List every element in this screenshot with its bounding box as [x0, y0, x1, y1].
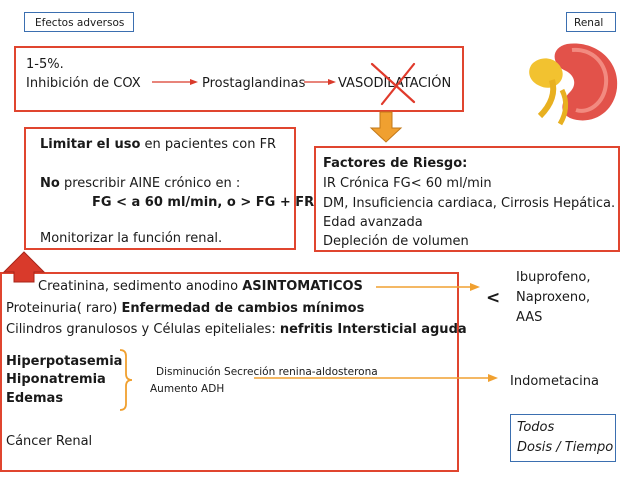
down-arrow-icon	[369, 111, 403, 143]
header-left-label: Efectos adversos	[35, 17, 125, 29]
risk-item: Depleción de volumen	[323, 234, 469, 249]
risk-item: Edad avanzada	[323, 215, 423, 230]
bracket-icon	[119, 349, 133, 411]
header-right-label: Renal	[574, 17, 604, 29]
kidney-image	[529, 43, 618, 126]
renin-aldosterone-text: Disminución Secreción renina-aldosterona	[156, 366, 378, 378]
cross-mark	[370, 62, 416, 106]
risk-factors-box: Factores de Riesgo: IR Crónica FG< 60 ml…	[314, 146, 620, 252]
limit-use-text: Limitar el uso en pacientes con FR	[40, 137, 277, 152]
cox-inhibition-text: Inhibición de COX	[26, 76, 141, 91]
drug-indomethacin: Indometacina	[510, 374, 599, 389]
arrow-to-asintomaticos	[376, 283, 480, 291]
effects-box: Creatinina, sedimento anodino ASINTOMATI…	[0, 272, 467, 472]
hyperkalemia-text: Hiperpotasemia	[6, 354, 123, 369]
dose-all-text: Todos	[517, 420, 555, 435]
risk-item: DM, Insuficiencia cardiaca, Cirrosis Hep…	[323, 196, 616, 211]
risk-factors-title: Factores de Riesgo:	[323, 156, 468, 171]
proteinuria-text: Proteinuria( raro) Enfermedad de cambios…	[6, 301, 365, 316]
adh-text: Aumento ADH	[150, 383, 225, 395]
arrow-to-indomethacin	[254, 374, 498, 382]
advice-box: Limitar el uso en pacientes con FR No pr…	[24, 127, 314, 250]
drug-aas: AAS	[516, 310, 543, 325]
header-left-box: Efectos adversos	[24, 12, 134, 32]
percentage-text: 1-5%.	[26, 57, 64, 72]
monitor-renal-text: Monitorizar la función renal.	[40, 231, 223, 246]
drug-naproxen: Naproxeno,	[516, 290, 591, 305]
less-than-sign: <	[486, 288, 501, 308]
dose-box: Todos Dosis / Tiempo	[510, 414, 616, 462]
prostaglandins-text: Prostaglandinas	[202, 76, 306, 91]
edema-text: Edemas	[6, 391, 64, 406]
nephritis-text: Cilindros granulosos y Células epitelial…	[6, 322, 467, 337]
arrow-prostaglandins-to-vasodilation	[304, 79, 336, 85]
arrow-cox-to-prostaglandins	[152, 79, 198, 85]
drug-ibuprofen: Ibuprofeno,	[516, 270, 591, 285]
header-right-box: Renal	[566, 12, 616, 32]
dose-time-text: Dosis / Tiempo	[517, 440, 614, 455]
risk-item: IR Crónica FG< 60 ml/min	[323, 176, 492, 191]
fg-criteria-text: FG < a 60 ml/min, o > FG + FR	[92, 195, 315, 210]
up-arrow-icon	[2, 251, 46, 283]
renal-cancer-text: Cáncer Renal	[6, 434, 93, 449]
creatinine-text: Creatinina, sedimento anodino ASINTOMATI…	[38, 279, 363, 294]
hyponatremia-text: Hiponatremia	[6, 372, 106, 387]
no-prescribe-text: No prescribir AINE crónico en :	[40, 176, 241, 191]
